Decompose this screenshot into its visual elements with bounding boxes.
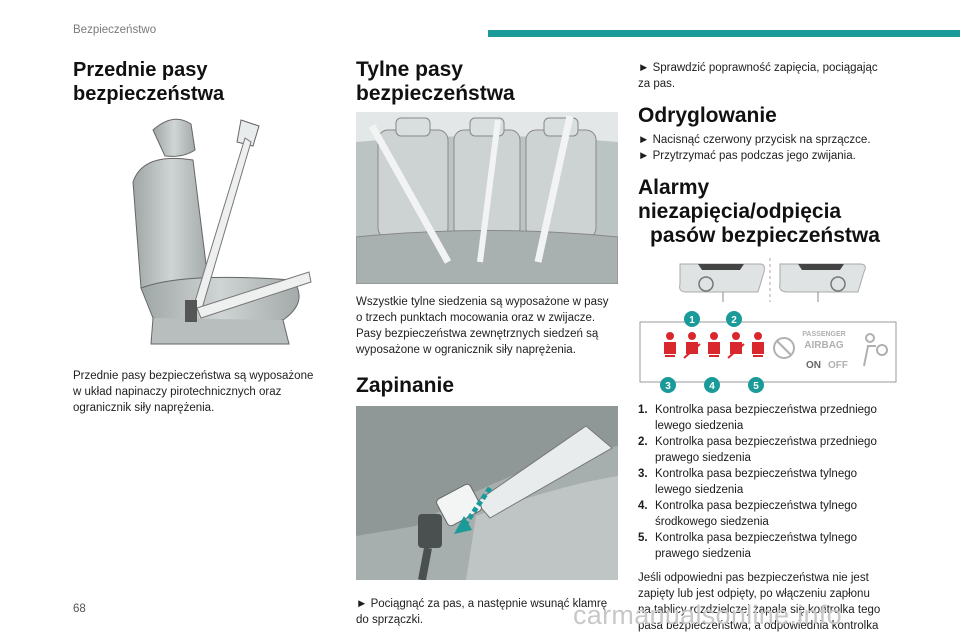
alarm-text-4: pasa bezpieczeństwa, a odpowiednia kontr… [638,620,879,632]
panel-off-label: OFF [828,360,848,371]
warning-lamp-legend: 1.Kontrolka pasa bezpieczeństwa przednie… [638,402,900,562]
panel-badge-2: 2 [726,311,742,327]
watermark: carmanualsonline.info [573,600,842,630]
panel-on-label: ON [806,360,821,371]
panel-airbag-label: AIRBAG [804,340,844,351]
column-rear-belts: Tylne pasy bezpieczeństwa Wszystkie tyln… [356,56,618,628]
legend-item-2: 2.Kontrolka pasa bezpieczeństwa przednie… [638,436,877,464]
rear-belts-text-2: o trzech punktach mocowania oraz w zwija… [356,312,596,324]
unlock-step-1: ► Nacisnąć czerwony przycisk na sprzączc… [638,134,871,146]
seatbelt-warning-panel: 1 2 3 4 5 PASSENGER AIRBAG ON OFF [639,311,897,393]
unlock-step-2: ► Przytrzymać pas podczas jego zwijania. [638,150,856,162]
heading-front-belts: Przednie pasy bezpieczeństwa [73,59,225,105]
heading-rear-belts: Tylne pasy bezpieczeństwa [356,58,515,105]
airbag-passenger-icon [863,333,888,367]
buckle-illustration [356,406,618,580]
panel-passenger-label: PASSENGER [802,331,845,338]
front-belts-text-2: w układ napinaczy pirotechnicznych oraz [73,386,282,398]
heading-alarms: Alarmy niezapięcia/odpięcia pasów bezpie… [638,176,880,247]
svg-text:4: 4 [709,381,715,392]
check-step-1: ► Sprawdzić poprawność zapięcia, pociąga… [638,62,878,74]
heading-fastening: Zapinanie [356,374,455,397]
legend-item-1: 1.Kontrolka pasa bezpieczeństwa przednie… [638,404,877,432]
front-seat-illustration [132,118,312,345]
svg-text:2: 2 [731,315,737,326]
dashboard-mirror-illustration [679,258,866,302]
airbag-off-icon [773,337,795,359]
front-belts-text-1: Przednie pasy bezpieczeństwa są wyposażo… [73,370,314,382]
alarm-text-1: Jeśli odpowiedni pas bezpieczeństwa nie … [638,572,869,584]
section-label: Bezpieczeństwo [73,24,157,36]
panel-badge-4: 4 [704,377,720,393]
page-number: 68 [73,603,86,615]
svg-text:1: 1 [689,315,695,326]
fastening-step-1b: do sprzączki. [356,614,424,626]
rear-seat-illustration [356,112,618,284]
svg-text:3: 3 [665,381,671,392]
svg-text:5: 5 [753,381,759,392]
panel-badge-1: 1 [684,311,700,327]
heading-unlock: Odryglowanie [638,104,777,127]
panel-badge-3: 3 [660,377,676,393]
rear-belts-text-3: Pasy bezpieczeństwa zewnętrznych siedzeń… [356,328,599,340]
check-step-1b: za pas. [638,78,676,90]
alarm-text-3: na tablicy rozdzielczej zapala się kontr… [638,604,881,616]
alarm-text-2: zapięty lub jest odpięty, po włączeniu z… [638,588,870,600]
fastening-step-1: ► Pociągnąć za pas, a następnie wsunąć k… [356,598,608,610]
column-unlock-alarms: ► Sprawdzić poprawność zapięcia, pociąga… [638,56,900,634]
column-front-belts: Przednie pasy bezpieczeństwa Przednie pa… [73,56,328,416]
front-belts-text-3: ogranicznik siły naprężenia. [73,402,215,414]
rear-belts-text-1: Wszystkie tylne siedzenia są wyposażone … [356,296,609,308]
rear-belts-text-4: wyposażone w ogranicznik siły naprężenia… [356,344,576,356]
header-accent-bar [488,30,960,37]
panel-badge-5: 5 [748,377,764,393]
